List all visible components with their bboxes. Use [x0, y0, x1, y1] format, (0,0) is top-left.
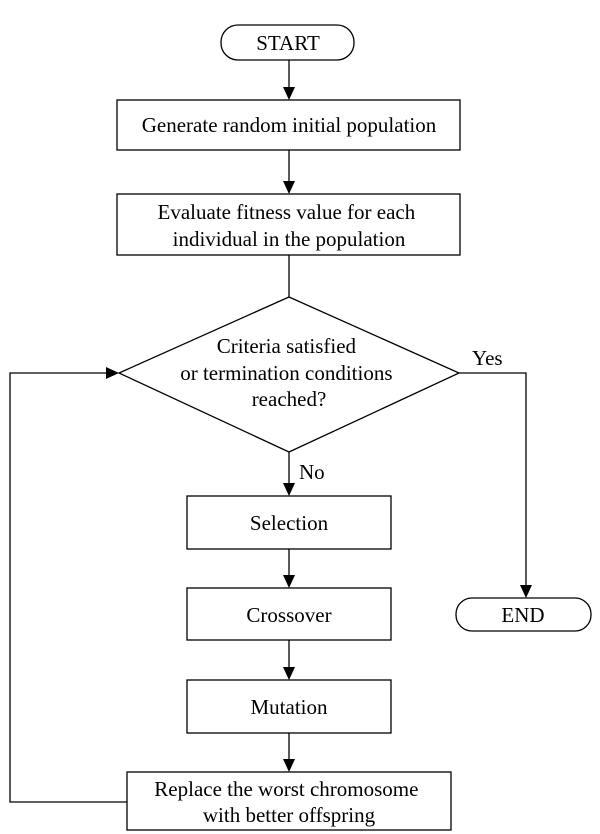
evaluate-fitness-box: Evaluate fitness value for each individu… — [116, 193, 461, 256]
svg-text:Replace the worst chromosome: Replace the worst chromosome with better… — [154, 777, 423, 827]
end-terminal: END — [455, 597, 592, 632]
mutation-box: Mutation — [186, 679, 392, 734]
replace-label-line-1: Replace the worst chromosome — [154, 777, 418, 801]
loop-back-arrow — [9, 372, 127, 803]
generate-population-box: Generate random initial population — [116, 99, 461, 151]
arrowhead — [520, 585, 532, 598]
selection-label: Selection — [250, 511, 329, 535]
mutation-label: Mutation — [251, 695, 328, 719]
arrowhead — [283, 87, 295, 100]
svg-text:Criteria satisfied or te: Criteria satisfied or termination condit… — [180, 334, 398, 411]
start-terminal: START — [220, 24, 355, 61]
arrowhead — [283, 575, 295, 588]
arrowhead — [283, 483, 295, 496]
svg-text:Evaluate fitness value for eac: Evaluate fitness value for each individu… — [158, 200, 421, 251]
arrowhead — [283, 181, 295, 194]
connectors — [9, 60, 532, 803]
replace-label-line-2: with better offspring — [203, 803, 376, 827]
replace-chromosome-box: Replace the worst chromosome with better… — [126, 771, 452, 831]
arrowhead — [106, 367, 119, 379]
no-label: No — [299, 460, 325, 484]
arrowhead — [283, 759, 295, 772]
end-label: END — [501, 603, 544, 627]
yes-label: Yes — [472, 346, 503, 370]
evaluate-label-line-1: Evaluate fitness value for each — [158, 200, 416, 224]
decision-label-line-1: Criteria satisfied — [217, 334, 357, 358]
decision-label-line-2: or termination conditions — [180, 361, 392, 385]
start-label: START — [256, 31, 320, 55]
crossover-label: Crossover — [246, 603, 331, 627]
selection-box: Selection — [186, 495, 392, 550]
decision-label-line-3: reached? — [252, 387, 327, 411]
arrow-yes-to-end — [459, 372, 527, 590]
generate-label: Generate random initial population — [142, 113, 437, 137]
termination-decision: Criteria satisfied or termination condit… — [117, 296, 461, 453]
crossover-box: Crossover — [186, 587, 392, 641]
evaluate-label-line-2: individual in the population — [173, 227, 406, 251]
arrowhead — [283, 667, 295, 680]
